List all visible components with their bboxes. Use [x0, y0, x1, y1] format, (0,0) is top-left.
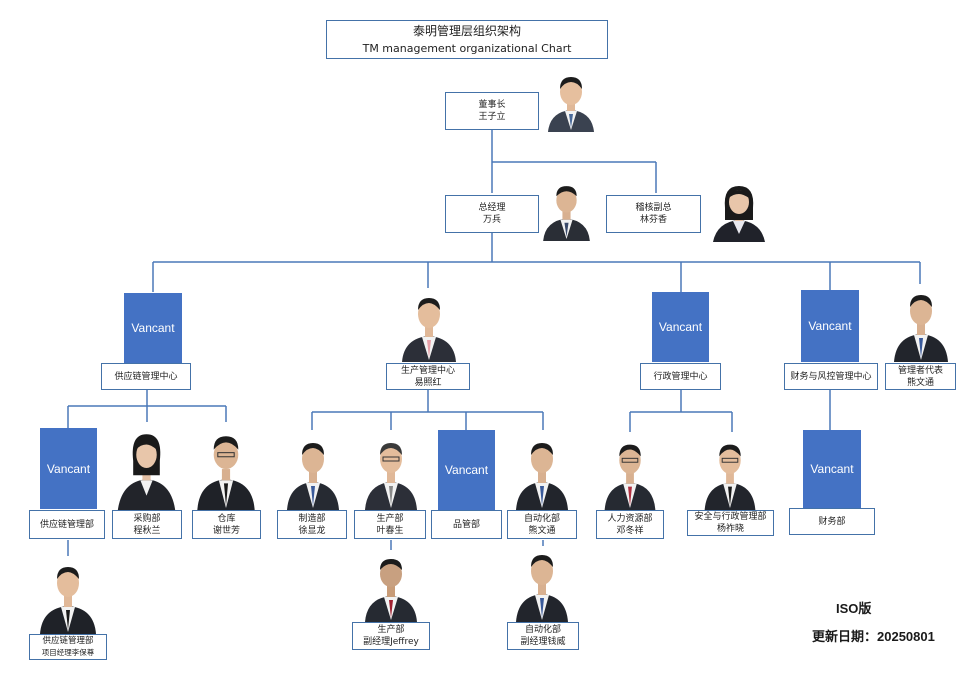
- finance-center-title: 财务与风控管理中心: [790, 371, 872, 382]
- prod-deputy-box: 生产部 副经理Jeffrey: [352, 622, 430, 650]
- prod-deputy-name: 副经理Jeffrey: [363, 637, 419, 647]
- automation-photo: [513, 430, 571, 510]
- production-center-box: 生产管理中心 易照红: [386, 363, 470, 390]
- chairman-name: 王子立: [478, 112, 506, 122]
- quality-dept-vacant: Vancant: [438, 430, 495, 510]
- gm-box: 总经理 万兵: [445, 195, 539, 233]
- manufacturing-box: 制造部 徐显龙: [277, 510, 347, 539]
- supply-pm-title: 供应链管理部: [42, 636, 94, 646]
- safety-name: 杨祚晓: [716, 524, 744, 534]
- vacant-label: Vancant: [658, 320, 703, 334]
- manufacturing-title: 制造部: [298, 513, 326, 524]
- hr-name: 邓冬祥: [616, 525, 644, 536]
- production-dept-title: 生产部: [376, 513, 404, 524]
- warehouse-box: 仓库 谢世芳: [192, 510, 261, 539]
- prod-deputy-title: 生产部: [377, 625, 405, 635]
- update-date-note: 更新日期：20250801: [812, 629, 935, 644]
- safety-title: 安全与行政管理部: [694, 512, 767, 522]
- auto-deputy-title: 自动化部: [524, 625, 561, 635]
- supply-dept-box: 供应链管理部: [29, 510, 105, 539]
- automation-title: 自动化部: [523, 513, 560, 524]
- chairman-title: 董事长: [478, 100, 506, 110]
- mgmt-rep-title: 管理者代表: [897, 365, 943, 376]
- finance-center-vacant: Vancant: [801, 290, 859, 362]
- production-center-title: 生产管理中心: [400, 365, 455, 376]
- quality-dept-title: 品管部: [452, 519, 480, 530]
- production-dept-name: 叶春生: [376, 525, 404, 536]
- gm-photo: [541, 178, 592, 241]
- mgmt-rep-photo: [892, 284, 950, 362]
- audit-vp-name: 林芬香: [639, 215, 667, 225]
- supply-dept-vacant: Vancant: [40, 428, 97, 509]
- gm-name: 万兵: [482, 215, 501, 225]
- chairman-photo: [546, 70, 596, 132]
- production-dept-box: 生产部 叶春生: [354, 510, 426, 539]
- admin-center-vacant: Vancant: [652, 292, 709, 362]
- gm-title: 总经理: [478, 203, 506, 213]
- vacant-label: Vancant: [131, 321, 175, 335]
- chairman-box: 董事长 王子立: [445, 92, 539, 130]
- iso-note: ISO版: [836, 601, 872, 616]
- finance-center-box: 财务与风控管理中心: [784, 363, 878, 390]
- supply-dept-title: 供应链管理部: [39, 519, 94, 530]
- vacant-label: Vancant: [810, 462, 854, 476]
- supply-center-vacant: Vancant: [124, 293, 182, 363]
- hr-box: 人力资源部 邓冬祥: [596, 510, 664, 539]
- mgmt-rep-box: 管理者代表 熊文通: [885, 363, 956, 390]
- safety-photo: [700, 432, 760, 510]
- warehouse-name: 谢世芳: [212, 525, 240, 536]
- supply-pm-photo: [36, 556, 100, 634]
- supply-pm-name: 项目经理李保尊: [41, 648, 95, 657]
- hr-title: 人力资源部: [607, 513, 653, 524]
- finance-dept-title: 财务部: [818, 516, 846, 527]
- auto-deputy-box: 自动化部 副经理钱威: [507, 622, 579, 650]
- hr-photo: [600, 432, 660, 510]
- title-en: TM management organizational Chart: [362, 41, 572, 55]
- title-cn: 泰明管理层组织架构: [412, 23, 521, 38]
- vacant-label: Vancant: [46, 461, 91, 476]
- finance-dept-vacant: Vancant: [803, 430, 861, 508]
- purchase-name: 程秋兰: [133, 525, 161, 536]
- finance-dept-box: 财务部: [789, 508, 875, 535]
- audit-vp-photo: [709, 178, 769, 242]
- production-center-photo: [400, 288, 458, 362]
- auto-deputy-name: 副经理钱威: [520, 637, 566, 647]
- purchase-title: 采购部: [133, 513, 161, 524]
- supply-pm-box: 供应链管理部 项目经理李保尊: [29, 634, 107, 660]
- automation-box: 自动化部 熊文通: [507, 510, 577, 539]
- auto-deputy-photo: [513, 546, 571, 622]
- purchase-photo: [115, 424, 178, 510]
- warehouse-photo: [195, 424, 257, 510]
- supply-center-box: 供应链管理中心: [101, 363, 191, 390]
- production-dept-photo: [362, 430, 420, 510]
- safety-box: 安全与行政管理部 杨祚晓: [687, 510, 774, 536]
- audit-vp-box: 稽核副总 林芬香: [606, 195, 701, 233]
- quality-dept-box: 品管部: [431, 510, 502, 539]
- admin-center-title: 行政管理中心: [653, 371, 708, 382]
- supply-center-title: 供应链管理中心: [114, 371, 178, 382]
- prod-deputy-photo: [362, 550, 420, 622]
- vacant-label: Vancant: [808, 319, 852, 333]
- warehouse-title: 仓库: [217, 513, 236, 524]
- admin-center-box: 行政管理中心: [640, 363, 721, 390]
- production-center-name: 易照红: [414, 377, 442, 388]
- manufacturing-name: 徐显龙: [298, 525, 326, 536]
- audit-vp-title: 稽核副总: [635, 203, 672, 213]
- manufacturing-photo: [285, 430, 341, 510]
- mgmt-rep-name: 熊文通: [906, 377, 934, 388]
- automation-name: 熊文通: [528, 525, 556, 536]
- vacant-label: Vancant: [444, 463, 489, 477]
- purchase-box: 采购部 程秋兰: [112, 510, 182, 539]
- chart-title: 泰明管理层组织架构 TM management organizational C…: [326, 20, 608, 59]
